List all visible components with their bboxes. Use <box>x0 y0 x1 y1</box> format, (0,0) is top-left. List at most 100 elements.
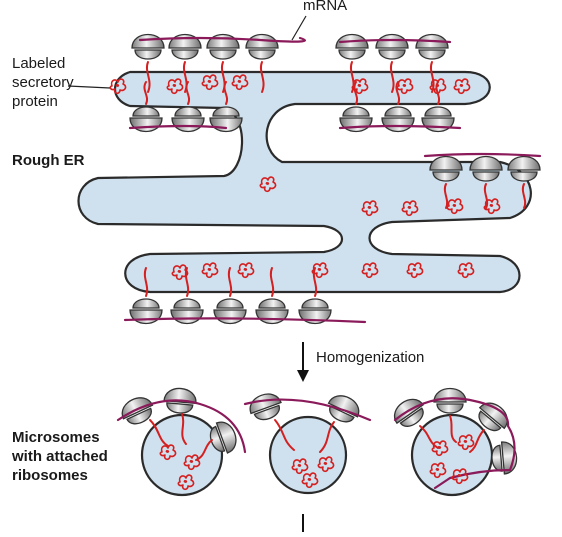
labeled-protein-squiggle <box>406 262 424 279</box>
nascent-protein <box>143 81 148 105</box>
nascent-protein <box>274 419 295 451</box>
labeled-protein-squiggle <box>259 176 277 193</box>
labeled-protein-squiggle <box>361 200 379 217</box>
labeled-protein-squiggle <box>201 262 219 279</box>
labeled-protein-squiggle <box>483 198 501 215</box>
labeled-protein <box>201 262 219 279</box>
labeled-protein <box>361 262 379 279</box>
ribosome <box>171 106 205 132</box>
labeled-protein-squiggle <box>177 474 195 491</box>
nascent-protein <box>227 267 233 297</box>
ribosome <box>478 402 508 432</box>
ribosome-small-subunit <box>132 298 160 309</box>
microsomes-label-line1: Microsomes <box>12 429 100 446</box>
microsomes-label-line2: with attached <box>11 448 108 465</box>
labeled-protein-squiggle <box>311 262 329 279</box>
ribosome-small-subunit <box>384 106 412 117</box>
labeled-protein <box>259 176 277 193</box>
homogenization-label: Homogenization <box>316 349 424 366</box>
mrna-strand <box>393 397 516 490</box>
mrna-strand <box>123 317 367 324</box>
labeled-protein <box>166 78 184 95</box>
ribosome-large-subunit <box>215 421 237 454</box>
ribosome-small-subunit <box>216 298 244 309</box>
ribosome-small-subunit <box>472 171 500 182</box>
nascent-protein <box>319 421 335 453</box>
ribosome-small-subunit <box>510 171 538 182</box>
labeled-protein-squiggle <box>159 444 177 461</box>
ribosome-small-subunit <box>399 407 424 427</box>
ribosome <box>249 393 282 421</box>
ribosome-small-subunit <box>418 49 446 60</box>
labeled-protein <box>311 262 329 279</box>
ribosome <box>433 388 467 414</box>
ribosome-small-subunit <box>258 298 286 309</box>
labeled-protein <box>457 434 475 451</box>
ribosome-large-subunit <box>469 156 503 171</box>
labeled-protein-squiggle <box>431 440 449 457</box>
labeled-protein <box>237 262 255 279</box>
microsomes-label-line3: ribosomes <box>12 467 88 484</box>
nascent-protein <box>449 415 457 443</box>
ribosome <box>415 34 449 60</box>
labeled-protein <box>446 198 464 215</box>
labeled-protein <box>361 200 379 217</box>
ribosome-small-subunit <box>134 49 162 60</box>
labeled-protein-squiggle <box>301 472 319 489</box>
mrna-strand <box>128 124 228 130</box>
labeled-protein <box>201 74 219 91</box>
labeled-protein <box>317 456 335 473</box>
labeled-protein-squiggle <box>109 78 127 95</box>
ribosome-large-subunit <box>206 34 240 49</box>
ribosome-small-subunit <box>329 405 355 423</box>
ribosome-small-subunit <box>209 49 237 60</box>
labeled-protein <box>171 264 189 281</box>
labeled-protein <box>109 78 127 95</box>
ribosome <box>335 34 369 60</box>
labeled-protein-squiggle <box>201 74 219 91</box>
ribosome-large-subunit <box>339 117 373 132</box>
ribosome <box>170 298 204 324</box>
labeled-protein <box>351 78 369 95</box>
nascent-protein <box>521 183 527 209</box>
mrna-leader-line <box>291 15 307 41</box>
ribosome <box>381 106 415 132</box>
labeled-protein-squiggle <box>451 468 469 485</box>
nascent-protein <box>390 61 395 93</box>
labeled-protein-label-line3: protein <box>12 93 58 110</box>
nascent-protein <box>443 183 449 209</box>
rough-er-membrane <box>77 70 532 294</box>
ribosome <box>469 156 503 182</box>
labeled-protein <box>183 454 201 471</box>
ribosome-large-subunit <box>213 309 247 324</box>
ribosome-large-subunit <box>381 117 415 132</box>
ribosome <box>491 441 518 475</box>
ribosome-small-subunit <box>253 404 280 421</box>
ribosome-small-subunit <box>338 49 366 60</box>
labeled-protein-label-line1: Labeled <box>12 55 65 72</box>
nascent-protein <box>146 61 151 93</box>
rough-er-label: Rough ER <box>12 152 85 169</box>
labeled-protein <box>429 78 447 95</box>
nascent-protein <box>149 419 169 447</box>
ribosome <box>327 395 360 423</box>
labeled-protein-squiggle <box>429 78 447 95</box>
ribosome-small-subunit <box>378 49 406 60</box>
labeled-protein-squiggle <box>453 78 471 95</box>
mrna-strand <box>243 398 372 422</box>
labeled-protein-squiggle <box>361 262 379 279</box>
labeled-protein <box>231 74 249 91</box>
ribosome-small-subunit <box>173 298 201 309</box>
ribosome-small-subunit <box>132 106 160 117</box>
mrna-label: mRNA <box>303 0 347 14</box>
labeled-protein-squiggle <box>457 434 475 451</box>
labeled-protein <box>401 200 419 217</box>
labeled-protein <box>406 262 424 279</box>
nascent-protein <box>395 81 400 105</box>
nascent-protein <box>185 81 190 105</box>
nascent-protein <box>469 429 485 453</box>
labeled-protein <box>453 78 471 95</box>
nascent-protein <box>269 267 275 297</box>
labeled-protein-squiggle <box>171 264 189 281</box>
labeled-protein-squiggle <box>317 456 335 473</box>
